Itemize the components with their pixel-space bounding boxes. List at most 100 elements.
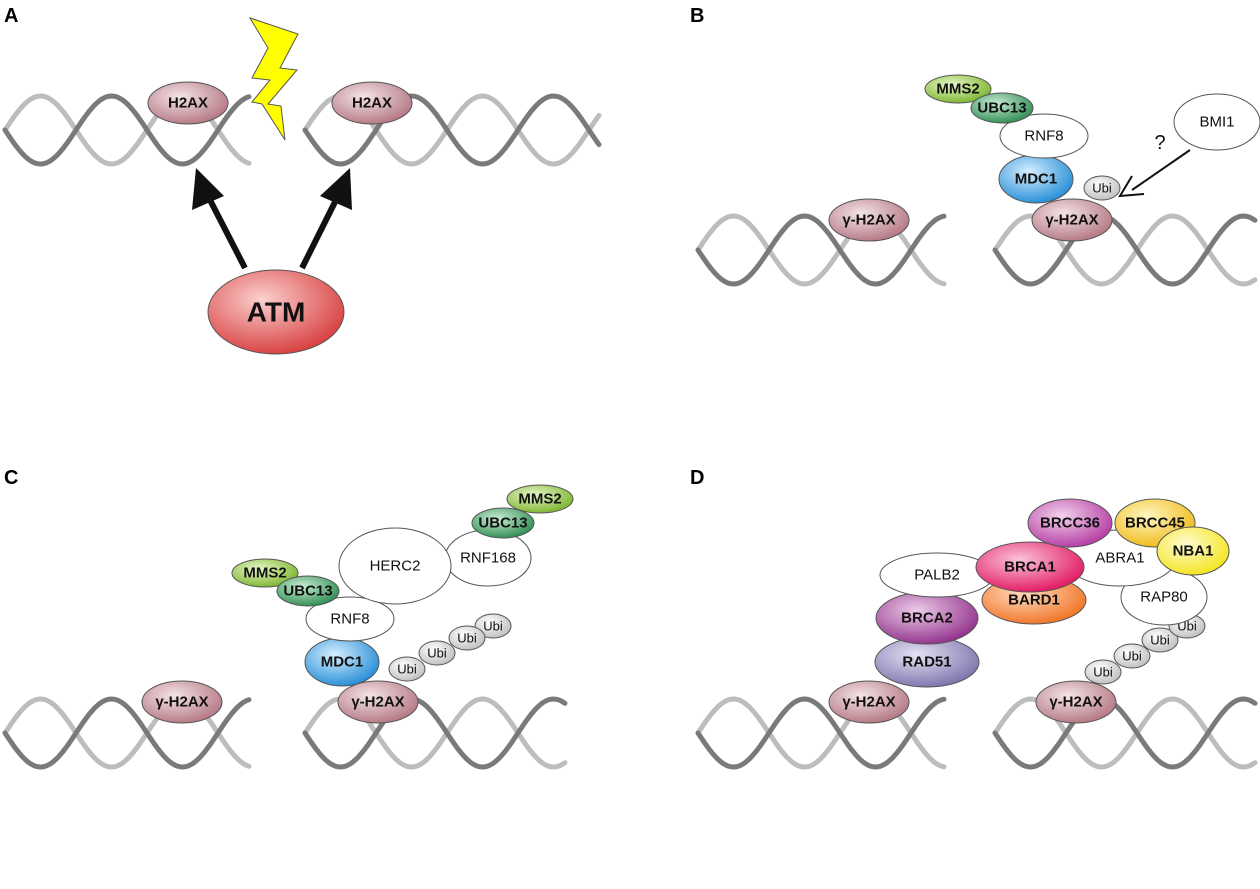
protein-bmi1: BMI1 <box>1173 93 1260 151</box>
dna-c-left <box>2 696 252 770</box>
svg-text:H2AX: H2AX <box>352 95 392 112</box>
svg-text:Ubi: Ubi <box>1122 649 1142 664</box>
panel-letter-a: A <box>4 5 18 27</box>
svg-text:HERC2: HERC2 <box>370 558 421 575</box>
panel-letter-b: B <box>690 5 704 27</box>
svg-text:UBC13: UBC13 <box>478 515 527 532</box>
svg-text:MMS2: MMS2 <box>936 81 979 98</box>
svg-text:Ubi: Ubi <box>397 662 417 677</box>
protein-mms2: MMS2 <box>231 558 299 588</box>
dna-strand <box>695 696 947 770</box>
dna-strand <box>302 696 568 770</box>
svg-text:BRCC36: BRCC36 <box>1040 515 1100 532</box>
protein-h2ax-right: H2AX <box>331 81 413 125</box>
protein-palb2: PALB2 <box>879 552 995 598</box>
protein-h2ax-left: H2AX <box>147 81 229 125</box>
svg-text:γ-H2AX: γ-H2AX <box>1049 694 1102 711</box>
dna-strand <box>695 696 947 770</box>
protein-brca2: BRCA2 <box>875 591 979 645</box>
dna-strand <box>992 213 1258 287</box>
svg-text:BARD1: BARD1 <box>1008 592 1060 609</box>
dna-strand <box>302 93 602 167</box>
svg-text:RNF8: RNF8 <box>330 611 369 628</box>
arrow-atm-to-h2ax-left <box>192 168 248 270</box>
dna-strand <box>695 213 947 287</box>
dna-strand <box>695 213 947 287</box>
svg-text:Ubi: Ubi <box>427 646 447 661</box>
protein-rnf168: RNF168 <box>444 529 532 587</box>
protein-ubi-3: Ubi <box>448 625 486 651</box>
svg-text:PALB2: PALB2 <box>914 567 960 584</box>
svg-text:BMI1: BMI1 <box>1199 114 1234 131</box>
protein-ubi: Ubi <box>1083 175 1121 201</box>
svg-text:MDC1: MDC1 <box>1015 171 1058 188</box>
svg-text:RAP80: RAP80 <box>1140 589 1188 606</box>
panel-c: C γ-H2AX Ubi Ubi Ubi Ubi γ-H2AX MDC1 <box>4 467 574 724</box>
question-mark: ? <box>1154 132 1165 154</box>
svg-text:H2AX: H2AX <box>168 95 208 112</box>
svg-text:ATM: ATM <box>247 297 306 328</box>
dna-strand <box>2 696 252 770</box>
protein-gh2ax-left: γ-H2AX <box>828 198 910 242</box>
protein-ubi-3: Ubi <box>1141 627 1179 653</box>
svg-text:BRCC45: BRCC45 <box>1125 515 1185 532</box>
dna-helix-layer <box>2 93 1258 770</box>
protein-ubi-1: Ubi <box>388 656 426 682</box>
dna-d-right <box>992 696 1258 770</box>
protein-ubc13: UBC13 <box>970 92 1034 124</box>
arrow-bmi1-to-ubi <box>1118 149 1191 198</box>
dna-d-left <box>695 696 947 770</box>
arrow-atm-to-h2ax-right <box>299 168 352 270</box>
svg-text:γ-H2AX: γ-H2AX <box>842 212 895 229</box>
svg-text:RNF8: RNF8 <box>1024 128 1063 145</box>
protein-atm: ATM <box>207 269 345 355</box>
svg-text:ABRA1: ABRA1 <box>1095 550 1144 567</box>
protein-gh2ax-right: γ-H2AX <box>1035 680 1117 724</box>
lightning-bolt-icon <box>248 17 299 141</box>
protein-ubc13-top: UBC13 <box>471 507 535 539</box>
dna-strand <box>992 696 1258 770</box>
svg-text:Ubi: Ubi <box>1150 633 1170 648</box>
protein-ubi-1: Ubi <box>1084 659 1122 685</box>
svg-text:Ubi: Ubi <box>1092 181 1112 196</box>
svg-text:BRCA1: BRCA1 <box>1004 559 1056 576</box>
svg-text:RAD51: RAD51 <box>902 654 951 671</box>
svg-text:γ-H2AX: γ-H2AX <box>351 694 404 711</box>
svg-text:Ubi: Ubi <box>483 619 503 634</box>
svg-text:NBA1: NBA1 <box>1173 543 1214 560</box>
dna-strand <box>992 696 1258 770</box>
protein-rnf8: RNF8 <box>999 113 1089 159</box>
panel-letter-d: D <box>690 467 704 489</box>
panel-d: D γ-H2AX RAD51 BRCA2 PALB2 γ-H2AX Ubi Ub… <box>690 467 1230 724</box>
protein-ubi-2: Ubi <box>418 640 456 666</box>
svg-text:Ubi: Ubi <box>457 631 477 646</box>
protein-rad51: RAD51 <box>874 636 980 688</box>
protein-ubc13: UBC13 <box>276 575 340 607</box>
panel-letter-c: C <box>4 467 18 489</box>
svg-text:γ-H2AX: γ-H2AX <box>842 694 895 711</box>
protein-mdc1: MDC1 <box>304 637 380 687</box>
svg-text:Ubi: Ubi <box>1093 665 1113 680</box>
svg-text:RNF168: RNF168 <box>460 550 516 567</box>
protein-gh2ax-left: γ-H2AX <box>828 680 910 724</box>
protein-herc2: HERC2 <box>338 527 452 605</box>
protein-gh2ax-left: γ-H2AX <box>141 680 223 724</box>
protein-mdc1: MDC1 <box>998 154 1074 204</box>
svg-text:MMS2: MMS2 <box>243 565 286 582</box>
protein-gh2ax-right: γ-H2AX <box>1031 198 1113 242</box>
svg-text:BRCA2: BRCA2 <box>901 610 953 627</box>
protein-rnf8: RNF8 <box>305 596 395 642</box>
protein-mms2-top: MMS2 <box>506 484 574 514</box>
svg-text:MMS2: MMS2 <box>518 491 561 508</box>
svg-text:γ-H2AX: γ-H2AX <box>155 694 208 711</box>
panel-b: B ? γ-H2AX γ-H2AX Ubi MDC1 RNF8 MMS2 <box>690 5 1260 242</box>
svg-text:UBC13: UBC13 <box>977 100 1026 117</box>
svg-text:UBC13: UBC13 <box>283 583 332 600</box>
protein-ubi-2: Ubi <box>1113 643 1151 669</box>
svg-text:MDC1: MDC1 <box>321 654 364 671</box>
dna-strand <box>2 696 252 770</box>
svg-text:γ-H2AX: γ-H2AX <box>1045 212 1098 229</box>
dna-strand <box>2 93 252 167</box>
protein-nba1: NBA1 <box>1156 526 1230 576</box>
